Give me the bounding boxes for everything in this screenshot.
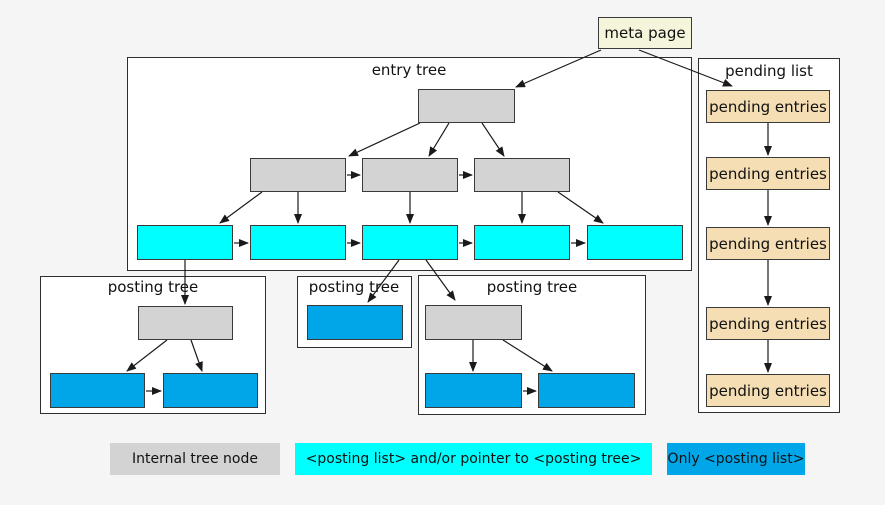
pending-entry-node-3: pending entries	[706, 227, 830, 260]
pending-entry-node-1: pending entries	[706, 90, 830, 123]
posting-tree-3-title: posting tree	[486, 278, 578, 296]
entry-internal-node-2	[362, 158, 458, 192]
posting-tree-1-root-node	[138, 306, 233, 340]
pending-entry-node-5: pending entries	[706, 374, 830, 407]
posting-tree-1-leaf-node-2	[163, 373, 258, 408]
legend-posting-list-or-pointer: <posting list> and/or pointer to <postin…	[295, 443, 652, 475]
pending-entry-node-4: pending entries	[706, 307, 830, 340]
posting-tree-2-title: posting tree	[308, 278, 400, 296]
entry-tree-title: entry tree	[371, 61, 447, 79]
entry-internal-node-1	[250, 158, 346, 192]
meta-page-node: meta page	[598, 17, 692, 49]
posting-tree-3-leaf-node-2	[538, 373, 635, 408]
legend-internal-tree-node: Internal tree node	[110, 443, 280, 475]
posting-tree-1-title: posting tree	[107, 278, 199, 296]
entry-leaf-node-1	[137, 225, 233, 260]
posting-tree-3-root-node	[425, 305, 522, 340]
entry-leaf-node-3	[362, 225, 458, 260]
entry-root-node	[418, 89, 515, 123]
posting-tree-3-leaf-node-1	[425, 373, 522, 408]
entry-internal-node-3	[474, 158, 570, 192]
posting-tree-2-leaf-node	[307, 305, 403, 340]
legend-only-posting-list: Only <posting list>	[667, 443, 805, 475]
posting-tree-1-leaf-node-1	[50, 373, 145, 408]
entry-leaf-node-4	[474, 225, 570, 260]
entry-leaf-node-5	[587, 225, 683, 260]
entry-leaf-node-2	[250, 225, 346, 260]
pending-list-title: pending list	[725, 62, 813, 80]
pending-entry-node-2: pending entries	[706, 157, 830, 190]
